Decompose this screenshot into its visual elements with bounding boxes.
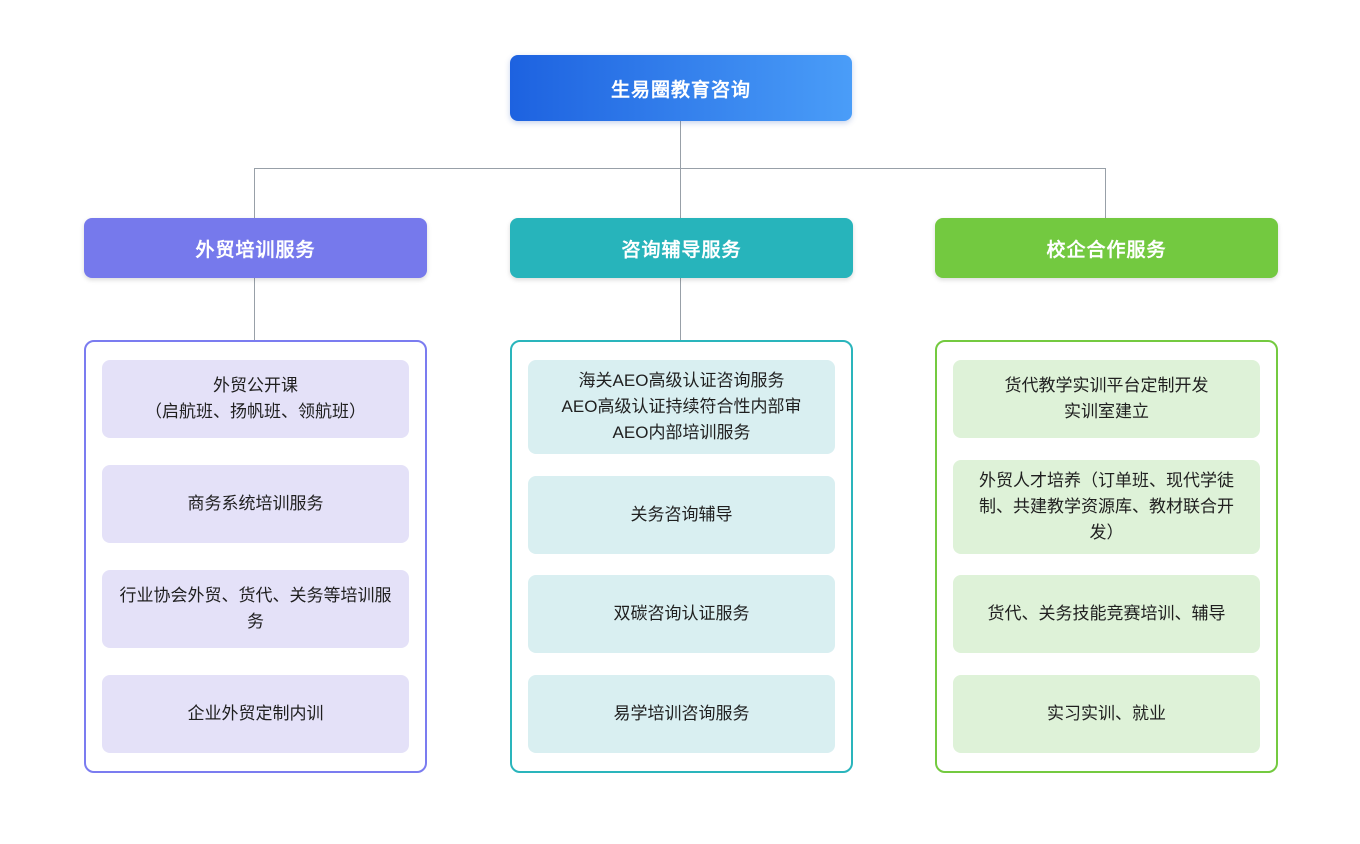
branch-header-label: 校企合作服务 <box>1046 239 1167 261</box>
service-item: 关务咨询辅导 <box>528 475 835 554</box>
service-item-line: 关务咨询辅导 <box>630 504 733 524</box>
service-item-line: 商务系统培训服务 <box>187 494 324 513</box>
service-item-line: 行业协会外贸、货代、关务等培训服务 <box>119 586 392 631</box>
service-item: 企业外贸定制内训 <box>102 675 409 753</box>
service-item: 双碳咨询认证服务 <box>528 575 835 654</box>
service-item: 外贸公开课 （启航班、扬帆班、领航班） <box>102 360 409 438</box>
service-item-line: 外贸公开课 <box>213 376 298 395</box>
service-item-line: 易学培训咨询服务 <box>613 703 750 723</box>
service-item-line: 货代、关务技能竞赛培训、辅导 <box>987 604 1226 624</box>
service-item-line: 海关AEO高级认证咨询服务 <box>578 371 785 390</box>
service-item-line: 外贸人才培养（订单班、现代学徒制、共建教学资源库、教材联合开发） <box>979 470 1234 542</box>
root-node-label: 生易圈教育咨询 <box>610 79 751 101</box>
branch-items-container: 外贸公开课 （启航班、扬帆班、领航班） 商务系统培训服务 行业协会外贸、货代、关… <box>84 340 427 773</box>
branch-header-school-enterprise: 校企合作服务 <box>935 218 1278 278</box>
service-item-line: 实习实训、就业 <box>1047 703 1166 723</box>
connector-drop-branch-3 <box>1105 168 1106 218</box>
branch-header-trade-training: 外贸培训服务 <box>84 218 427 278</box>
service-item-line: 企业外贸定制内训 <box>187 704 324 723</box>
branch-header-consulting: 咨询辅导服务 <box>510 218 853 278</box>
service-item: 货代教学实训平台定制开发 实训室建立 <box>953 360 1260 438</box>
service-item-line: AEO高级认证持续符合性内部审 <box>561 397 802 416</box>
service-item-line: 货代教学实训平台定制开发 <box>1004 376 1209 395</box>
branch-items-container: 货代教学实训平台定制开发 实训室建立 外贸人才培养（订单班、现代学徒制、共建教学… <box>935 340 1278 773</box>
service-item-line: （启航班、扬帆班、领航班） <box>145 402 366 421</box>
branch-column-consulting: 咨询辅导服务 海关AEO高级认证咨询服务 AEO高级认证持续符合性内部审 AEO… <box>510 218 853 773</box>
service-item: 外贸人才培养（订单班、现代学徒制、共建教学资源库、教材联合开发） <box>953 459 1260 554</box>
branch-header-label: 外贸培训服务 <box>195 239 316 261</box>
service-item: 实习实训、就业 <box>953 674 1260 753</box>
connector-root-stem <box>680 121 681 168</box>
branch-column-trade-training: 外贸培训服务 外贸公开课 （启航班、扬帆班、领航班） 商务系统培训服务 行业协会… <box>84 218 427 773</box>
service-item-line: 双碳咨询认证服务 <box>613 604 750 624</box>
root-node: 生易圈教育咨询 <box>510 55 852 121</box>
service-item-line: 实训室建立 <box>1064 402 1149 421</box>
connector-header-container-1 <box>254 278 255 340</box>
service-item: 商务系统培训服务 <box>102 465 409 543</box>
connector-header-container-2 <box>680 278 681 340</box>
connector-drop-branch-1 <box>254 168 255 218</box>
service-item-line: AEO内部培训服务 <box>612 423 751 442</box>
service-item: 行业协会外贸、货代、关务等培训服务 <box>102 570 409 648</box>
branch-header-label: 咨询辅导服务 <box>621 239 742 261</box>
service-item: 海关AEO高级认证咨询服务 AEO高级认证持续符合性内部审 AEO内部培训服务 <box>528 360 835 454</box>
connector-drop-branch-2 <box>680 168 681 218</box>
branch-items-container: 海关AEO高级认证咨询服务 AEO高级认证持续符合性内部审 AEO内部培训服务 … <box>510 340 853 773</box>
service-item: 货代、关务技能竞赛培训、辅导 <box>953 575 1260 654</box>
branch-column-school-enterprise: 校企合作服务 货代教学实训平台定制开发 实训室建立 外贸人才培养（订单班、现代学… <box>935 218 1278 773</box>
service-item: 易学培训咨询服务 <box>528 674 835 753</box>
